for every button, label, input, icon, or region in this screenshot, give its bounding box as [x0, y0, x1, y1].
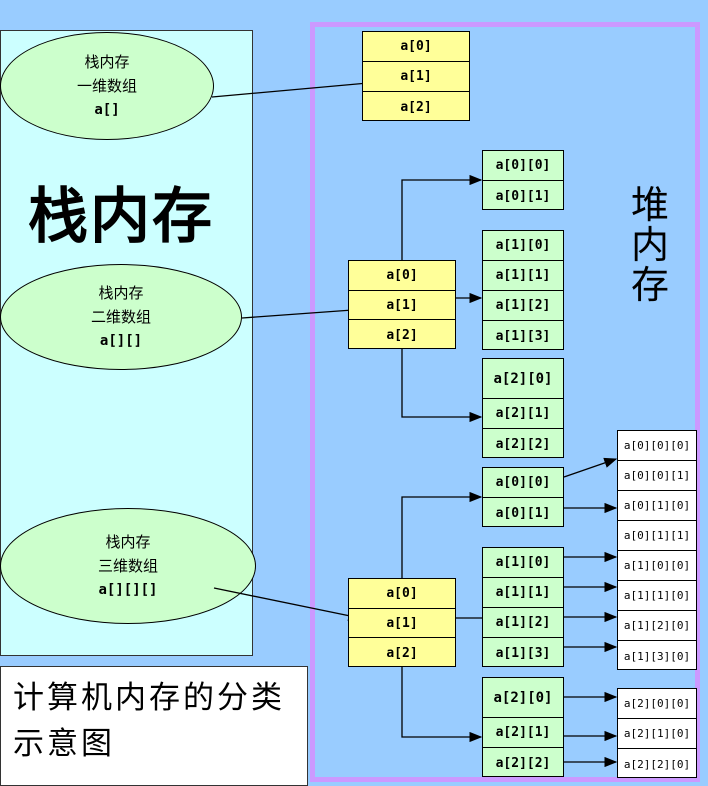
array-cell: a[1][2]	[483, 291, 563, 321]
oval-3d-line1: 栈内存	[105, 533, 151, 551]
array-cell: a[1][3]	[495, 645, 551, 661]
stack-oval-3d: 栈内存 三维数组 a[][][]	[0, 508, 256, 624]
array-cell: a[1]	[363, 62, 469, 92]
array-3d-row0: a[0][0] a[0][1]	[482, 467, 564, 527]
array-cell: a[1][0][0]	[618, 551, 696, 581]
array-cell: a[0][1][0]	[618, 491, 696, 521]
arrow-3d-row2	[401, 666, 483, 743]
arrow-3d-ref	[213, 587, 362, 621]
array-cell: a[0]	[363, 32, 469, 62]
array-2d-row2: a[2][0] a[2][1] a[2][2]	[482, 358, 564, 458]
stack-oval-1d: 栈内存 一维数组 a[]	[0, 32, 214, 140]
oval-3d-ref: a[][][]	[98, 582, 158, 598]
array-cell: a[2]	[386, 645, 418, 661]
array-cell: a[1][3][0]	[623, 649, 691, 663]
heap-memory-title: 堆内存	[630, 183, 669, 307]
array-cell: a[1][0]	[483, 231, 563, 261]
array-cell: a[2][1][0]	[618, 719, 696, 749]
oval-2d-line1: 栈内存	[98, 284, 144, 302]
array-cell: a[0][0]	[483, 151, 563, 181]
array-cell: a[2][2]	[495, 436, 551, 452]
stack-memory-title: 栈内存	[28, 182, 214, 252]
oval-1d-line1: 栈内存	[84, 53, 130, 71]
array-cell: a[1][2][0]	[618, 611, 696, 641]
arrow-leaf-000	[563, 457, 618, 478]
oval-1d-line2: 一维数组	[76, 77, 137, 95]
array-cell: a[2][2][0]	[623, 757, 691, 771]
array-2d-row1: a[1][0] a[1][1] a[1][2] a[1][3]	[482, 230, 564, 350]
array-2d-outer: a[0] a[1] a[2]	[348, 260, 456, 349]
array-3d-leaves-top: a[0][0][0] a[0][0][1] a[0][1][0] a[0][1]…	[617, 430, 697, 670]
array-cell: a[2]	[400, 99, 432, 115]
array-cell: a[0][1][1]	[618, 521, 696, 551]
array-cell: a[0][1]	[495, 505, 551, 521]
array-cell: a[2][1]	[483, 718, 563, 748]
arrow-1d-ref	[211, 76, 392, 98]
array-cell: a[1][3]	[495, 328, 551, 344]
array-cell: a[2][0]	[483, 359, 563, 399]
array-1d: a[0] a[1] a[2]	[362, 31, 470, 121]
array-cell: a[1][1]	[483, 261, 563, 291]
diagram-caption: 计算机内存的分类示意图	[0, 666, 308, 786]
array-cell: a[1][1]	[483, 578, 563, 608]
array-cell: a[2]	[386, 327, 418, 343]
array-cell: a[0][0][0]	[618, 431, 696, 461]
oval-1d-ref: a[]	[94, 102, 120, 118]
array-cell: a[0]	[349, 579, 455, 609]
oval-2d-line2: 二维数组	[90, 308, 151, 326]
array-cell: a[1]	[349, 609, 455, 638]
array-3d-row1: a[1][0] a[1][1] a[1][2] a[1][3]	[482, 547, 564, 667]
array-cell: a[0][0][1]	[618, 461, 696, 491]
array-cell: a[1]	[349, 291, 455, 320]
array-cell: a[2][0][0]	[618, 689, 696, 719]
array-cell: a[2][0]	[483, 678, 563, 718]
array-2d-row0: a[0][0] a[0][1]	[482, 150, 564, 210]
array-cell: a[1][2]	[483, 608, 563, 638]
array-cell: a[1][0]	[483, 548, 563, 578]
array-cell: a[1][1][0]	[618, 581, 696, 611]
arrow-2d-row0	[401, 174, 483, 260]
array-3d-outer: a[0] a[1] a[2]	[348, 578, 456, 667]
array-3d-row2: a[2][0] a[2][1] a[2][2]	[482, 677, 564, 777]
array-cell: a[0]	[349, 261, 455, 291]
array-cell: a[0][1]	[495, 188, 551, 204]
oval-3d-line2: 三维数组	[97, 557, 158, 575]
arrow-2d-row2	[401, 348, 483, 423]
array-cell: a[2][2]	[495, 755, 551, 771]
stack-oval-2d: 栈内存 二维数组 a[][]	[0, 264, 242, 370]
oval-2d-ref: a[][]	[99, 333, 143, 349]
arrow-3d-row0	[401, 491, 483, 578]
array-cell: a[2][1]	[483, 399, 563, 429]
array-cell: a[0][0]	[483, 468, 563, 498]
array-3d-leaves-bottom: a[2][0][0] a[2][1][0] a[2][2][0]	[617, 688, 697, 778]
